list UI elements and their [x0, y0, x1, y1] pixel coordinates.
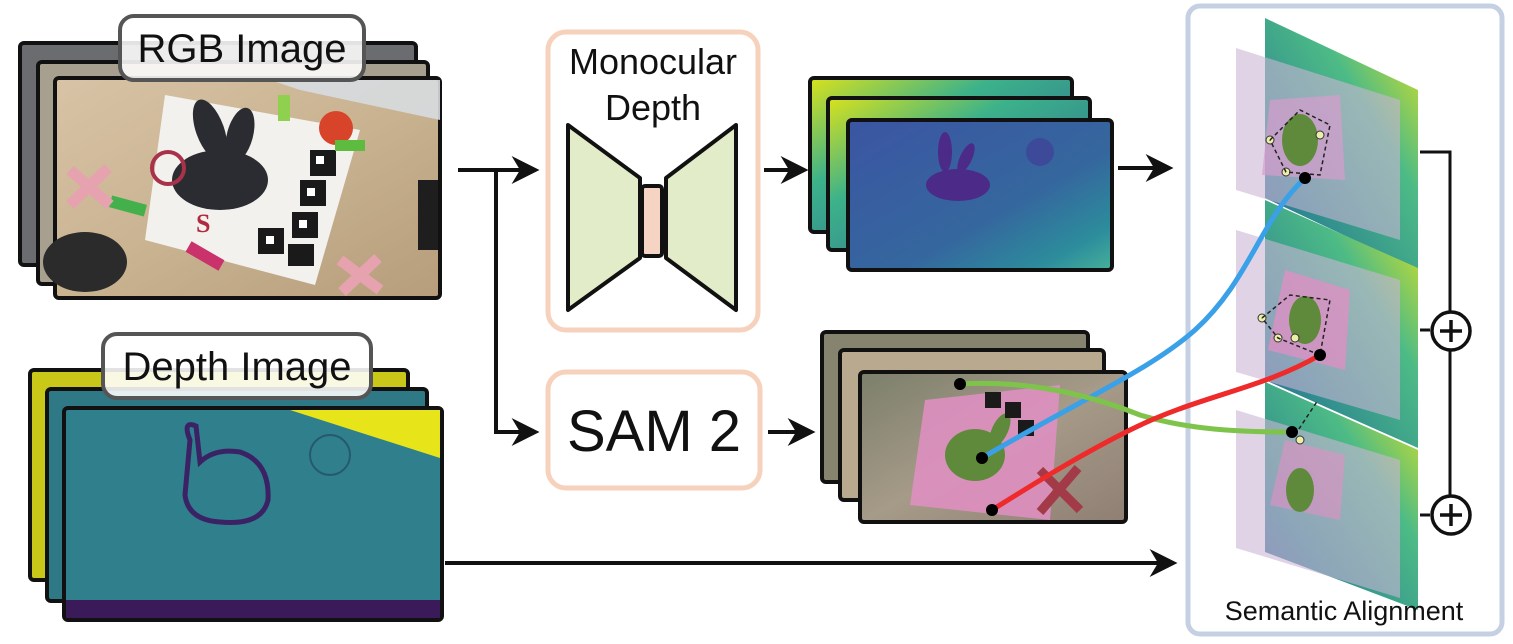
alignment-plane-1	[1236, 18, 1418, 270]
fusion-connector	[1420, 150, 1452, 517]
correspondence-curves	[957, 175, 1323, 513]
green-correspondence	[957, 380, 1295, 435]
svg-text:Depth: Depth	[605, 87, 701, 128]
depth-image-stack	[28, 368, 444, 622]
plus-circle-icon	[1430, 494, 1472, 536]
plus-circle-icon	[1430, 310, 1472, 352]
semantic-alignment-panel: Semantic Alignment	[1185, 3, 1505, 637]
sam2-module: SAM 2	[545, 369, 763, 491]
rgb-split-arrows	[458, 156, 540, 446]
monocular-depth-module: Monocular Depth	[545, 29, 761, 333]
rgb-image-stack: S	[18, 41, 442, 300]
svg-text:SAM 2: SAM 2	[567, 399, 741, 464]
monocular-depth-output-stack	[808, 76, 1114, 272]
sam-output-stack	[820, 330, 1128, 524]
svg-text:S: S	[196, 209, 210, 238]
bunny-object	[172, 99, 268, 210]
red-correspondence	[989, 352, 1323, 513]
encoder-shape	[566, 123, 642, 312]
alignment-plane-2	[1236, 200, 1418, 448]
bottleneck-shape	[640, 184, 664, 258]
rgb-image-label: RGB Image	[118, 14, 366, 82]
svg-text:Monocular: Monocular	[569, 41, 737, 82]
svg-text:Depth Image: Depth Image	[122, 345, 351, 389]
correspondence-endpoints	[954, 172, 1326, 516]
svg-text:RGB Image: RGB Image	[138, 27, 347, 71]
semantic-alignment-label: Semantic Alignment	[1225, 596, 1464, 626]
depth-image-label: Depth Image	[101, 332, 373, 400]
decoder-shape	[664, 123, 738, 312]
blue-correspondence	[979, 175, 1308, 461]
apple-object	[319, 111, 353, 145]
depth-image-front	[62, 406, 444, 622]
